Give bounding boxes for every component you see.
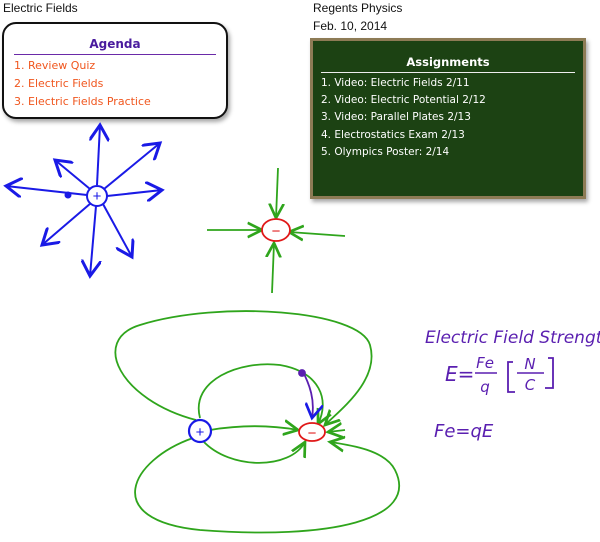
dipole-field-diagram xyxy=(114,310,401,534)
assignments-divider xyxy=(321,72,575,73)
unit-numerator: N xyxy=(524,355,535,373)
agenda-divider xyxy=(14,54,216,55)
notes-heading: Electric Field Strength xyxy=(425,328,600,348)
handwritten-notes: Electric Field Strength E= Fe q N C Fe=q… xyxy=(425,328,600,442)
assignment-item: 3. Video: Parallel Plates 2/13 xyxy=(321,111,471,123)
dipole-negative-symbol: − xyxy=(308,425,317,442)
page-title: Electric Fields xyxy=(3,1,78,15)
dipole-positive-symbol: + xyxy=(196,424,205,441)
agenda-item: 2. Electric Fields xyxy=(14,77,104,90)
positive-charge-field-diagram xyxy=(6,125,162,276)
force-equation: Fe=qE xyxy=(434,421,494,442)
unit-denominator: C xyxy=(525,376,536,394)
assignments-board: Assignments 1. Video: Electric Fields 2/… xyxy=(310,38,586,199)
negative-charge-symbol: − xyxy=(272,223,281,240)
assignment-item: 2. Video: Electric Potential 2/12 xyxy=(321,94,486,106)
date: Feb. 10, 2014 xyxy=(313,19,388,33)
negative-charge-field-diagram xyxy=(207,167,346,294)
agenda-title: Agenda xyxy=(89,37,141,51)
course-title: Regents Physics xyxy=(313,1,403,15)
assignment-item: 5. Olympics Poster: 2/14 xyxy=(321,146,450,158)
agenda-item: 1. Review Quiz xyxy=(14,59,96,72)
equation-numerator: Fe xyxy=(476,354,494,372)
equation-lhs: E= xyxy=(445,362,474,386)
agenda-item: 3. Electric Fields Practice xyxy=(14,95,151,108)
agenda-box: Agenda 1. Review Quiz 2. Electric Fields… xyxy=(2,22,228,119)
assignment-item: 1. Video: Electric Fields 2/11 xyxy=(321,77,470,89)
assignments-title: Assignments xyxy=(406,55,490,69)
assignment-item: 4. Electrostatics Exam 2/13 xyxy=(321,129,465,141)
positive-charge-symbol: + xyxy=(93,188,102,205)
equation-denominator: q xyxy=(480,378,490,396)
